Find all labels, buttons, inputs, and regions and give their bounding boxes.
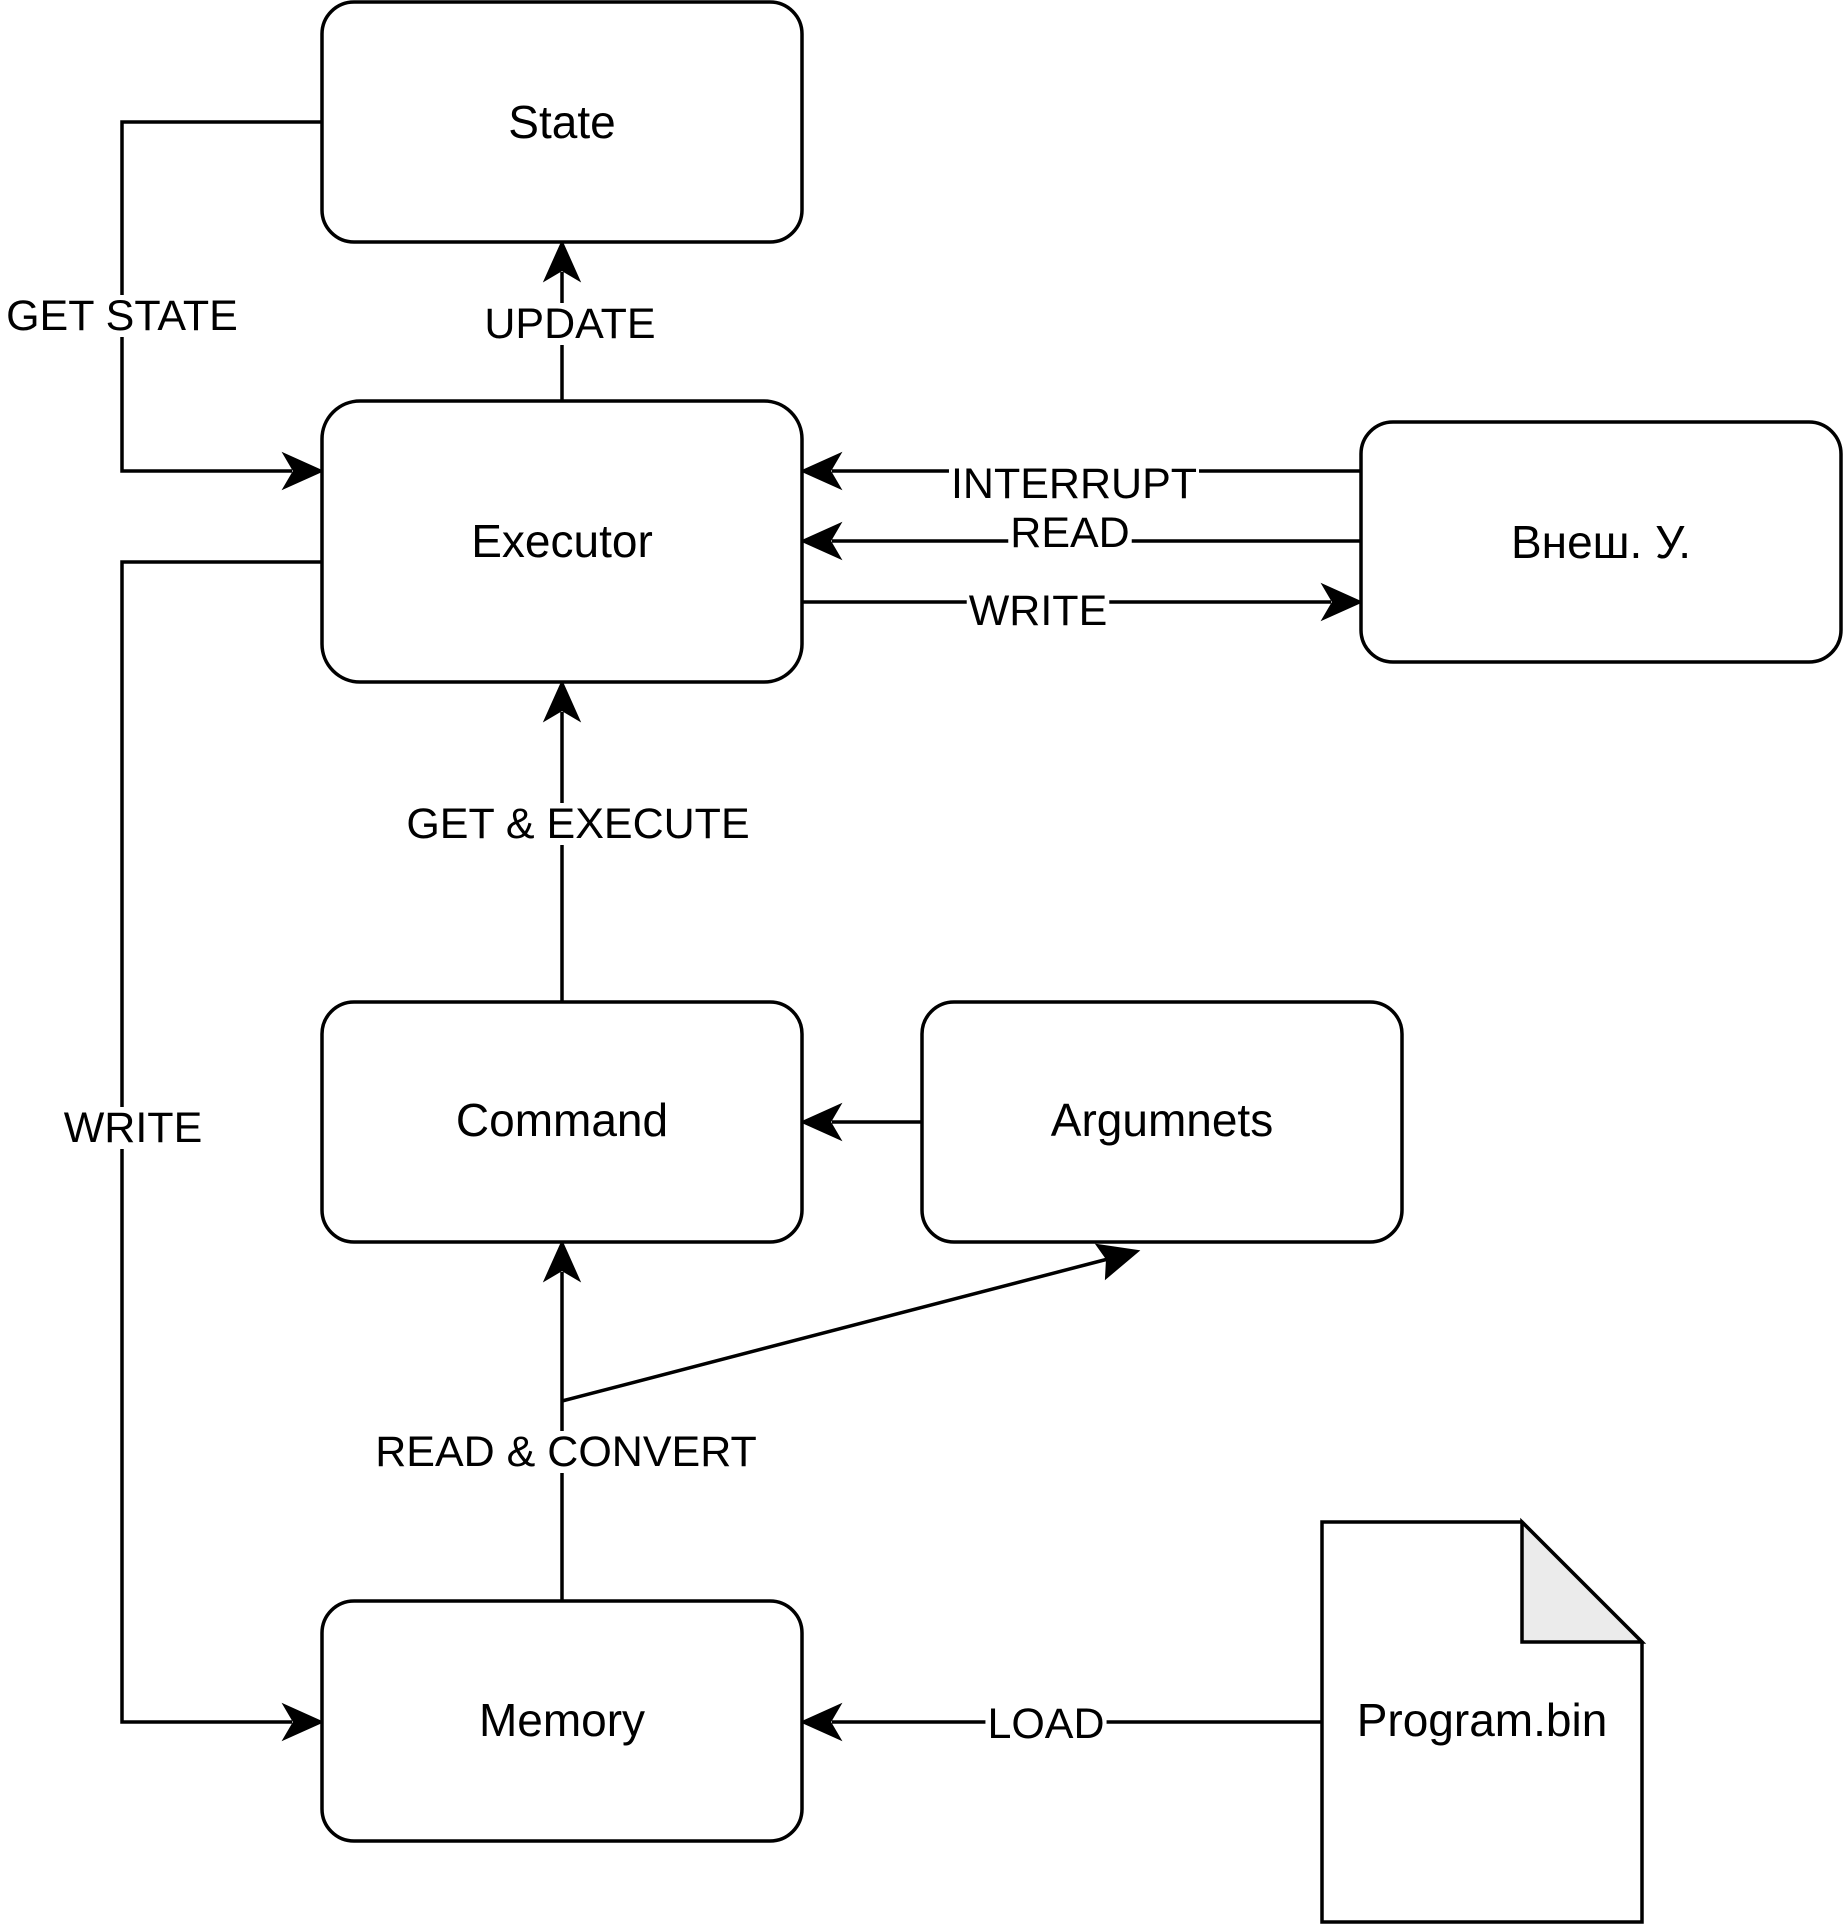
arrowhead-read-convert <box>542 1239 582 1283</box>
node-state-label: State <box>508 96 615 148</box>
edge-label-get-state: GET STATE <box>6 292 238 340</box>
edge-labels: GET STATE UPDATE INTERRUPT READ WRITE GE… <box>4 292 1200 1748</box>
arrowhead-write-external <box>1320 582 1364 622</box>
edge-label-write-memory: WRITE <box>64 1104 203 1152</box>
edge-branch-arguments <box>561 1257 1109 1403</box>
file-fold-icon <box>1520 1517 1647 1644</box>
node-arguments[interactable]: Argumnets <box>920 1000 1404 1244</box>
arrowhead-get-state <box>281 451 325 491</box>
arrowhead-interrupt <box>799 451 843 491</box>
node-memory-label: Memory <box>479 1694 645 1746</box>
arrowheads <box>281 239 1364 1742</box>
node-arguments-label: Argumnets <box>1051 1094 1273 1146</box>
arrowhead-get-execute <box>542 679 582 723</box>
node-state[interactable]: State <box>320 0 804 244</box>
edge-label-read: READ <box>1010 509 1129 557</box>
node-executor[interactable]: Executor <box>320 399 804 684</box>
node-external-device-label: Внеш. У. <box>1511 516 1691 568</box>
node-program-file-label: Program.bin <box>1357 1694 1608 1746</box>
edge-label-write-external: WRITE <box>969 587 1108 635</box>
edge-label-get-execute: GET & EXECUTE <box>406 800 749 848</box>
arrowhead-update <box>542 239 582 283</box>
arrowhead-branch-arguments <box>1094 1243 1141 1281</box>
arrowhead-arguments-command <box>799 1102 843 1142</box>
arrowhead-load <box>799 1702 843 1742</box>
arrowhead-write-memory <box>281 1702 325 1742</box>
node-external-device[interactable]: Внеш. У. <box>1359 420 1843 664</box>
edge-label-load: LOAD <box>987 1700 1104 1748</box>
node-command[interactable]: Command <box>320 1000 804 1244</box>
arrowhead-read <box>799 521 843 561</box>
node-executor-label: Executor <box>471 515 653 567</box>
connectors <box>120 120 1361 1724</box>
node-program-file[interactable]: Program.bin <box>1320 1517 1647 1924</box>
edge-label-update: UPDATE <box>484 300 655 348</box>
node-command-label: Command <box>456 1094 668 1146</box>
edge-label-interrupt: INTERRUPT <box>951 460 1197 508</box>
node-memory[interactable]: Memory <box>320 1599 804 1843</box>
edge-label-read-convert: READ & CONVERT <box>375 1428 757 1476</box>
